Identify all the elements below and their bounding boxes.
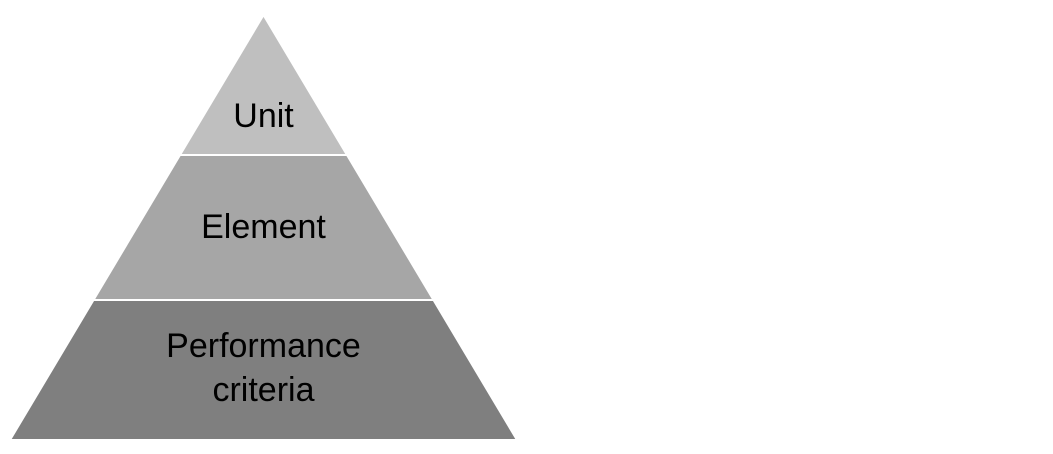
pyramid-level-element-label: Element	[201, 208, 326, 246]
pyramid-level-performance-criteria-label-line1: Performance	[166, 327, 361, 365]
pyramid-level-performance-criteria-label-line2: criteria	[212, 371, 314, 409]
pyramid-level-performance-criteria	[8, 299, 519, 441]
pyramid-level-unit-label: Unit	[233, 97, 294, 135]
